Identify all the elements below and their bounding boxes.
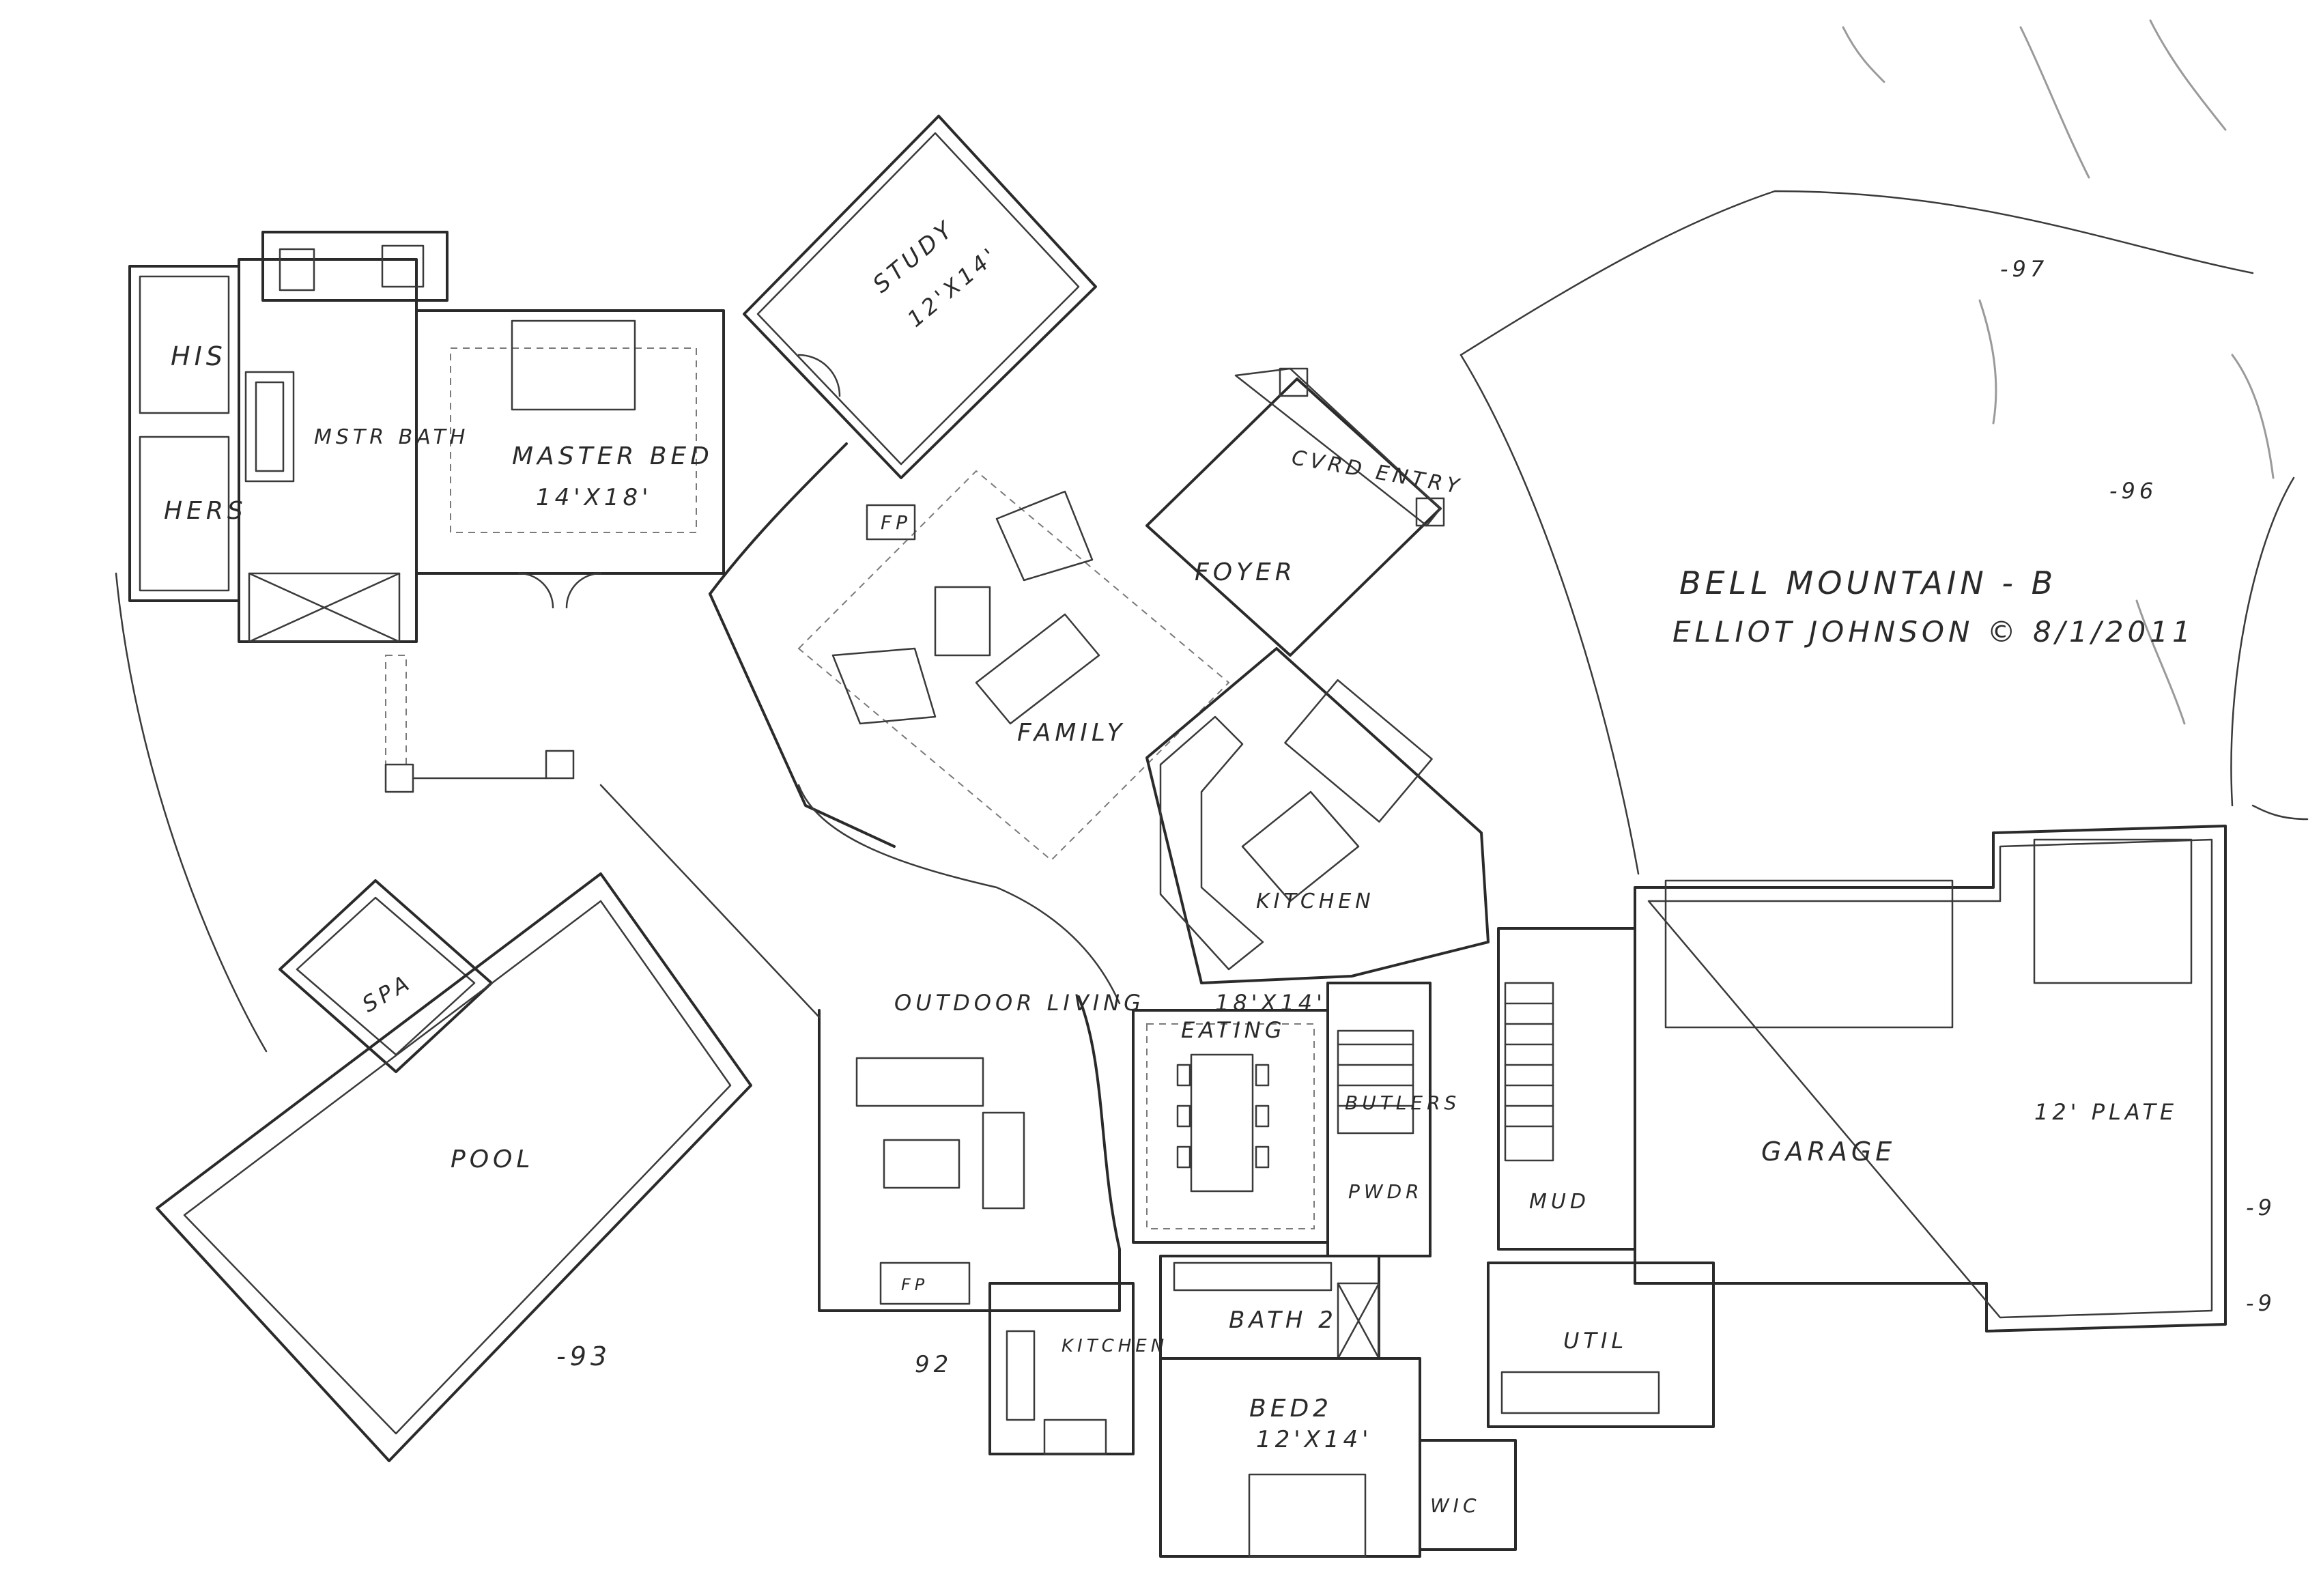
pool-spa: [156, 872, 752, 1462]
kitchen-label: KITCHEN: [1256, 889, 1375, 913]
master-bed-size: 14'X18': [536, 484, 653, 511]
bed2-label: BED2: [1249, 1395, 1333, 1423]
project-title: BELL MOUNTAIN - B: [1679, 565, 2057, 601]
family-label: FAMILY: [1017, 719, 1126, 747]
connectors: [384, 655, 821, 1018]
his-label: HIS: [171, 341, 227, 371]
outdoor-kitchen-label: KITCHEN: [1062, 1336, 1168, 1356]
master-wing: [128, 231, 725, 643]
kitchen: [1145, 647, 1490, 984]
plate-label: 12' PLATE: [2034, 1099, 2178, 1125]
pool-label: POOL: [451, 1145, 534, 1173]
bed2-wing: [1159, 1255, 1517, 1558]
wic-label: WIC: [1430, 1494, 1481, 1517]
fp-label: FP: [881, 511, 911, 534]
contour-96: -96: [2109, 478, 2157, 504]
family-room: [709, 442, 1230, 1005]
butlers-label: BUTLERS: [1345, 1092, 1460, 1114]
outdoor-kitchen: [988, 1282, 1135, 1455]
service-rooms: [1326, 927, 1715, 1428]
bath2-label: BATH 2: [1229, 1307, 1337, 1334]
garage-label: GARAGE: [1761, 1137, 1896, 1167]
hers-label: HERS: [164, 497, 247, 525]
study: [743, 115, 1097, 479]
eating: [1132, 1009, 1329, 1244]
pwdr-label: PWDR: [1348, 1180, 1423, 1203]
spa-label: SPA: [358, 969, 416, 1018]
project-credit: ELLIOT JOHNSON © 8/1/2011: [1672, 615, 2195, 649]
outdoor-living: [818, 995, 1121, 1312]
foyer-entry: [1145, 367, 1445, 657]
eating-size: 18'X14': [1215, 990, 1326, 1016]
garage: [1634, 825, 2227, 1333]
util-label: UTIL: [1563, 1328, 1627, 1354]
contour-9a: -9: [2246, 1195, 2276, 1221]
mud-label: MUD: [1529, 1190, 1590, 1214]
room-labels: HIS HERS MSTR BATH MASTER BED 14'X18' ST…: [164, 214, 2178, 1517]
master-bath-label: MSTR BATH: [314, 425, 469, 449]
contour-labels: -97 -96 -93 92 -9 -9: [556, 256, 2276, 1378]
outdoor-living-label: OUTDOOR LIVING: [894, 990, 1145, 1016]
contour-93: -93: [556, 1341, 611, 1371]
outdoor-fp-label: FP: [901, 1275, 928, 1294]
bed2-size: 12'X14': [1256, 1426, 1373, 1453]
site-contours: [115, 19, 2309, 1053]
contour-9b: -9: [2246, 1290, 2276, 1316]
contour-92: 92: [915, 1351, 952, 1378]
title-block: BELL MOUNTAIN - B ELLIOT JOHNSON © 8/1/2…: [1672, 565, 2195, 649]
foyer-label: FOYER: [1195, 558, 1296, 586]
eating-label: EATING: [1181, 1017, 1286, 1043]
covered-entry-label: CVRD ENTRY: [1290, 446, 1465, 500]
contour-97: -97: [2000, 256, 2048, 282]
master-bed-label: MASTER BED: [512, 442, 713, 470]
